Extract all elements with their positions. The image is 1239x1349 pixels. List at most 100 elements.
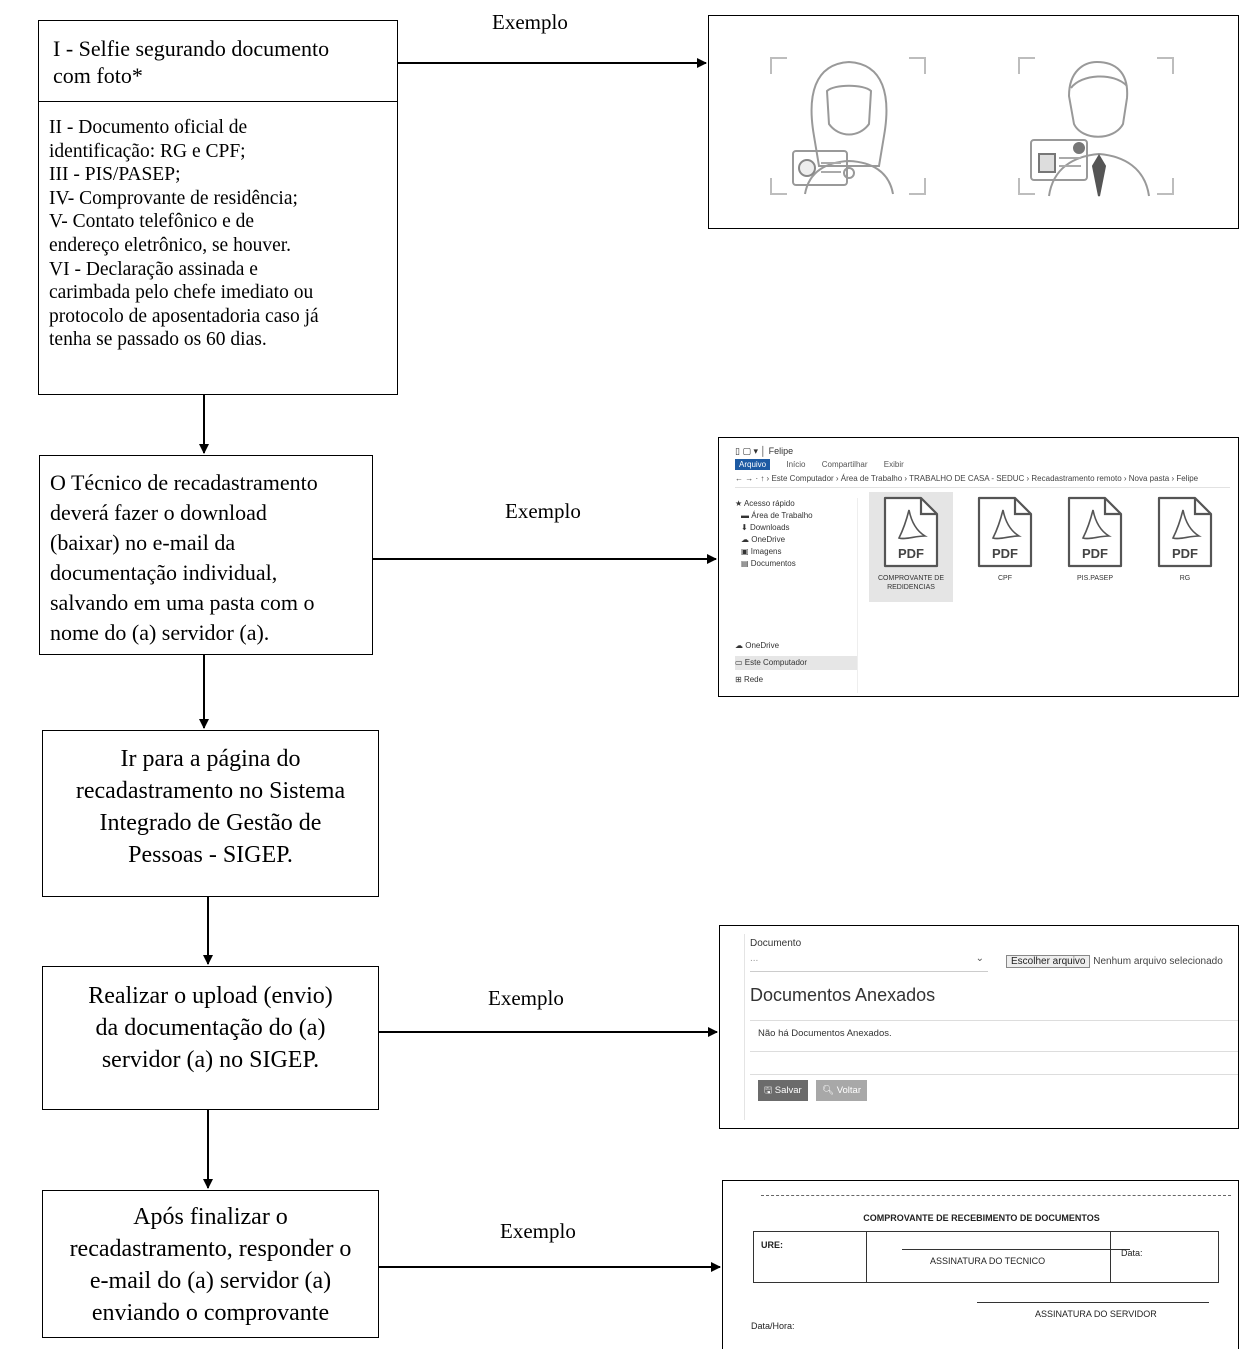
file-explorer-example-panel: ▯ ▢ ▾ │ Felipe Arquivo Início Compartilh… — [718, 437, 1239, 697]
sidebar-item-documentos[interactable]: ▤ Documentos — [741, 559, 796, 568]
explorer-ribbon-tabs: Arquivo Início Compartilhar Exibir — [735, 459, 918, 470]
file-name: PIS.PASEP — [1076, 575, 1114, 582]
explorer-sidebar: ★ Acesso rápido ▬ Área de Trabalho ⬇ Dow… — [735, 498, 858, 693]
file-item-pis-pasep[interactable]: PDF PIS.PASEP — [1053, 492, 1137, 602]
form-left-border — [744, 934, 745, 1120]
pdf-file-icon: PDF — [1157, 496, 1213, 568]
choose-file-button[interactable]: Escolher arquivo — [1006, 955, 1091, 968]
step-download-line: O Técnico de recadastramento — [50, 470, 318, 495]
doc-list-line: II - Documento oficial de — [49, 117, 248, 138]
file-name: RG — [1179, 575, 1191, 582]
divider — [750, 1020, 1238, 1021]
step-upload-box: Realizar o upload (envio) da documentaçã… — [42, 966, 379, 1110]
step-selfie-line-1: I - Selfie segurando documento — [53, 36, 330, 61]
step-upload-line: da documentação do (a) — [95, 1015, 326, 1041]
step-selfie-box: I - Selfie segurando documento com foto* — [38, 20, 398, 102]
tech-signature-label: ASSINATURA DO TECNICO — [930, 1256, 1046, 1266]
tab-exibir[interactable]: Exibir — [883, 460, 904, 469]
sidebar-item-downloads[interactable]: ⬇ Downloads — [741, 523, 790, 532]
document-icon: ▤ — [741, 559, 751, 568]
attached-documents-heading: Documentos Anexados — [750, 985, 936, 1005]
signature-line — [977, 1302, 1209, 1303]
step-upload-line: Realizar o upload (envio) — [88, 983, 333, 1009]
step-upload-line: servidor (a) no SIGEP. — [101, 1047, 320, 1073]
step-download-line: documentação individual, — [50, 560, 278, 585]
file-item-comprovante[interactable]: PDF COMPROVANTE DE REDIDENCIAS — [869, 492, 953, 602]
pdf-file-icon: PDF — [977, 496, 1033, 568]
doc-list-line: carimbada pelo chefe imediato ou — [49, 282, 314, 304]
step-reply-line: enviando o comprovante — [91, 1300, 330, 1326]
example-label-3: Exemplo — [488, 986, 564, 1010]
step-download-line: salvando em uma pasta com o — [50, 590, 315, 615]
folder-icon: ▯ ▢ ▾ │ — [735, 446, 769, 456]
tab-compartilhar[interactable]: Compartilhar — [821, 460, 868, 469]
step-reply-box: Após finalizar o recadastramento, respon… — [42, 1190, 379, 1338]
selfie-example-panel — [708, 15, 1239, 229]
selfie-illustration — [770, 57, 1174, 197]
step-download-line: nome do (a) servidor (a). — [50, 620, 270, 645]
doc-list-line: protocolo de aposentadoria caso já — [49, 305, 319, 327]
no-attachments-message: Não há Documentos Anexados. — [758, 1028, 892, 1039]
date-label: Data: — [1121, 1248, 1143, 1258]
svg-text:PDF: PDF — [1172, 546, 1198, 561]
tab-arquivo[interactable]: Arquivo — [735, 459, 771, 470]
back-button[interactable]: 🔍︎ Voltar — [816, 1080, 867, 1101]
cut-line — [761, 1195, 1231, 1196]
example-label-4: Exemplo — [500, 1219, 576, 1243]
receipt-example-panel: COMPROVANTE DE RECEBIMENTO DE DOCUMENTOS… — [722, 1180, 1239, 1349]
server-signature-label: ASSINATURA DO SERVIDOR — [1035, 1309, 1157, 1319]
chevron-down-icon: ⌄ — [975, 953, 984, 964]
cloud-icon: ☁ — [735, 641, 746, 650]
step-download-line: deverá fazer o download — [50, 500, 267, 525]
sidebar-item-area-de-trabalho[interactable]: ▬ Área de Trabalho — [741, 511, 813, 520]
step-documents-list-box: II - Documento oficial de identificação:… — [38, 101, 398, 395]
doc-list-line: IV- Comprovante de residência; — [49, 187, 298, 209]
datetime-label: Data/Hora: — [751, 1321, 795, 1331]
pdf-file-icon: PDF — [883, 496, 939, 568]
save-button[interactable]: 🖫 Salvar — [758, 1080, 808, 1101]
step-download-box: O Técnico de recadastramento deverá faze… — [39, 455, 373, 655]
sidebar-item-rede[interactable]: ⊞ Rede — [735, 675, 764, 684]
computer-icon: ▭ — [735, 658, 745, 667]
sidebar-item-imagens[interactable]: ▣ Imagens — [741, 547, 782, 556]
step-download-line: (baixar) no e-mail da — [50, 530, 236, 555]
svg-text:PDF: PDF — [898, 546, 924, 561]
step-reply-line: Após finalizar o — [133, 1204, 288, 1230]
doc-list-line: tenha se passado os 60 dias. — [49, 329, 267, 351]
search-icon: 🔍︎ — [822, 1085, 837, 1096]
file-item-cpf[interactable]: PDF CPF — [963, 492, 1047, 602]
star-icon: ★ — [735, 499, 744, 508]
ure-label: URE: — [761, 1240, 783, 1250]
download-icon: ⬇ — [741, 523, 750, 532]
step-sigep-line: Integrado de Gestão de — [99, 810, 322, 836]
explorer-file-grid: PDF COMPROVANTE DE REDIDENCIAS PDF CPF P… — [867, 492, 1237, 612]
explorer-window-title: ▯ ▢ ▾ │ Felipe — [735, 446, 794, 456]
doc-list-line: V- Contato telefônico e de — [49, 211, 255, 233]
step-reply-line: e-mail do (a) servidor (a) — [89, 1268, 332, 1294]
divider — [750, 1074, 1238, 1075]
ure-cell: URE: — [754, 1232, 867, 1282]
svg-text:PDF: PDF — [1082, 546, 1108, 561]
step-sigep-line: recadastramento no Sistema — [75, 778, 346, 804]
tab-inicio[interactable]: Início — [786, 460, 806, 469]
file-name: COMPROVANTE DE REDIDENCIAS — [878, 575, 944, 591]
document-type-select[interactable]: ... ⌄ — [750, 953, 988, 972]
receipt-title: COMPROVANTE DE RECEBIMENTO DE DOCUMENTOS — [863, 1213, 1100, 1223]
explorer-address-bar[interactable]: ← → · ↑ › Este Computador › Área de Trab… — [735, 474, 1230, 488]
example-label-2: Exemplo — [505, 499, 581, 523]
file-name: CPF — [998, 575, 1012, 582]
sidebar-item-onedrive-root[interactable]: ☁ OneDrive — [735, 641, 780, 650]
sidebar-item-acesso-rapido[interactable]: ★ Acesso rápido — [735, 499, 795, 508]
image-icon: ▣ — [741, 547, 751, 556]
select-value: ... — [750, 953, 759, 964]
file-item-rg[interactable]: PDF RG — [1143, 492, 1227, 602]
step-sigep-line: Pessoas - SIGEP. — [128, 842, 293, 868]
step-sigep-page-box: Ir para a página do recadastramento no S… — [42, 730, 379, 897]
file-chooser: Escolher arquivo Nenhum arquivo selecion… — [1006, 955, 1223, 968]
doc-list-line: III - PIS/PASEP; — [49, 164, 181, 186]
sidebar-item-este-computador[interactable]: ▭ Este Computador — [735, 656, 857, 670]
sidebar-item-onedrive[interactable]: ☁ OneDrive — [741, 535, 786, 544]
floppy-disk-icon: 🖫 — [764, 1085, 775, 1096]
divider — [750, 1051, 1238, 1052]
